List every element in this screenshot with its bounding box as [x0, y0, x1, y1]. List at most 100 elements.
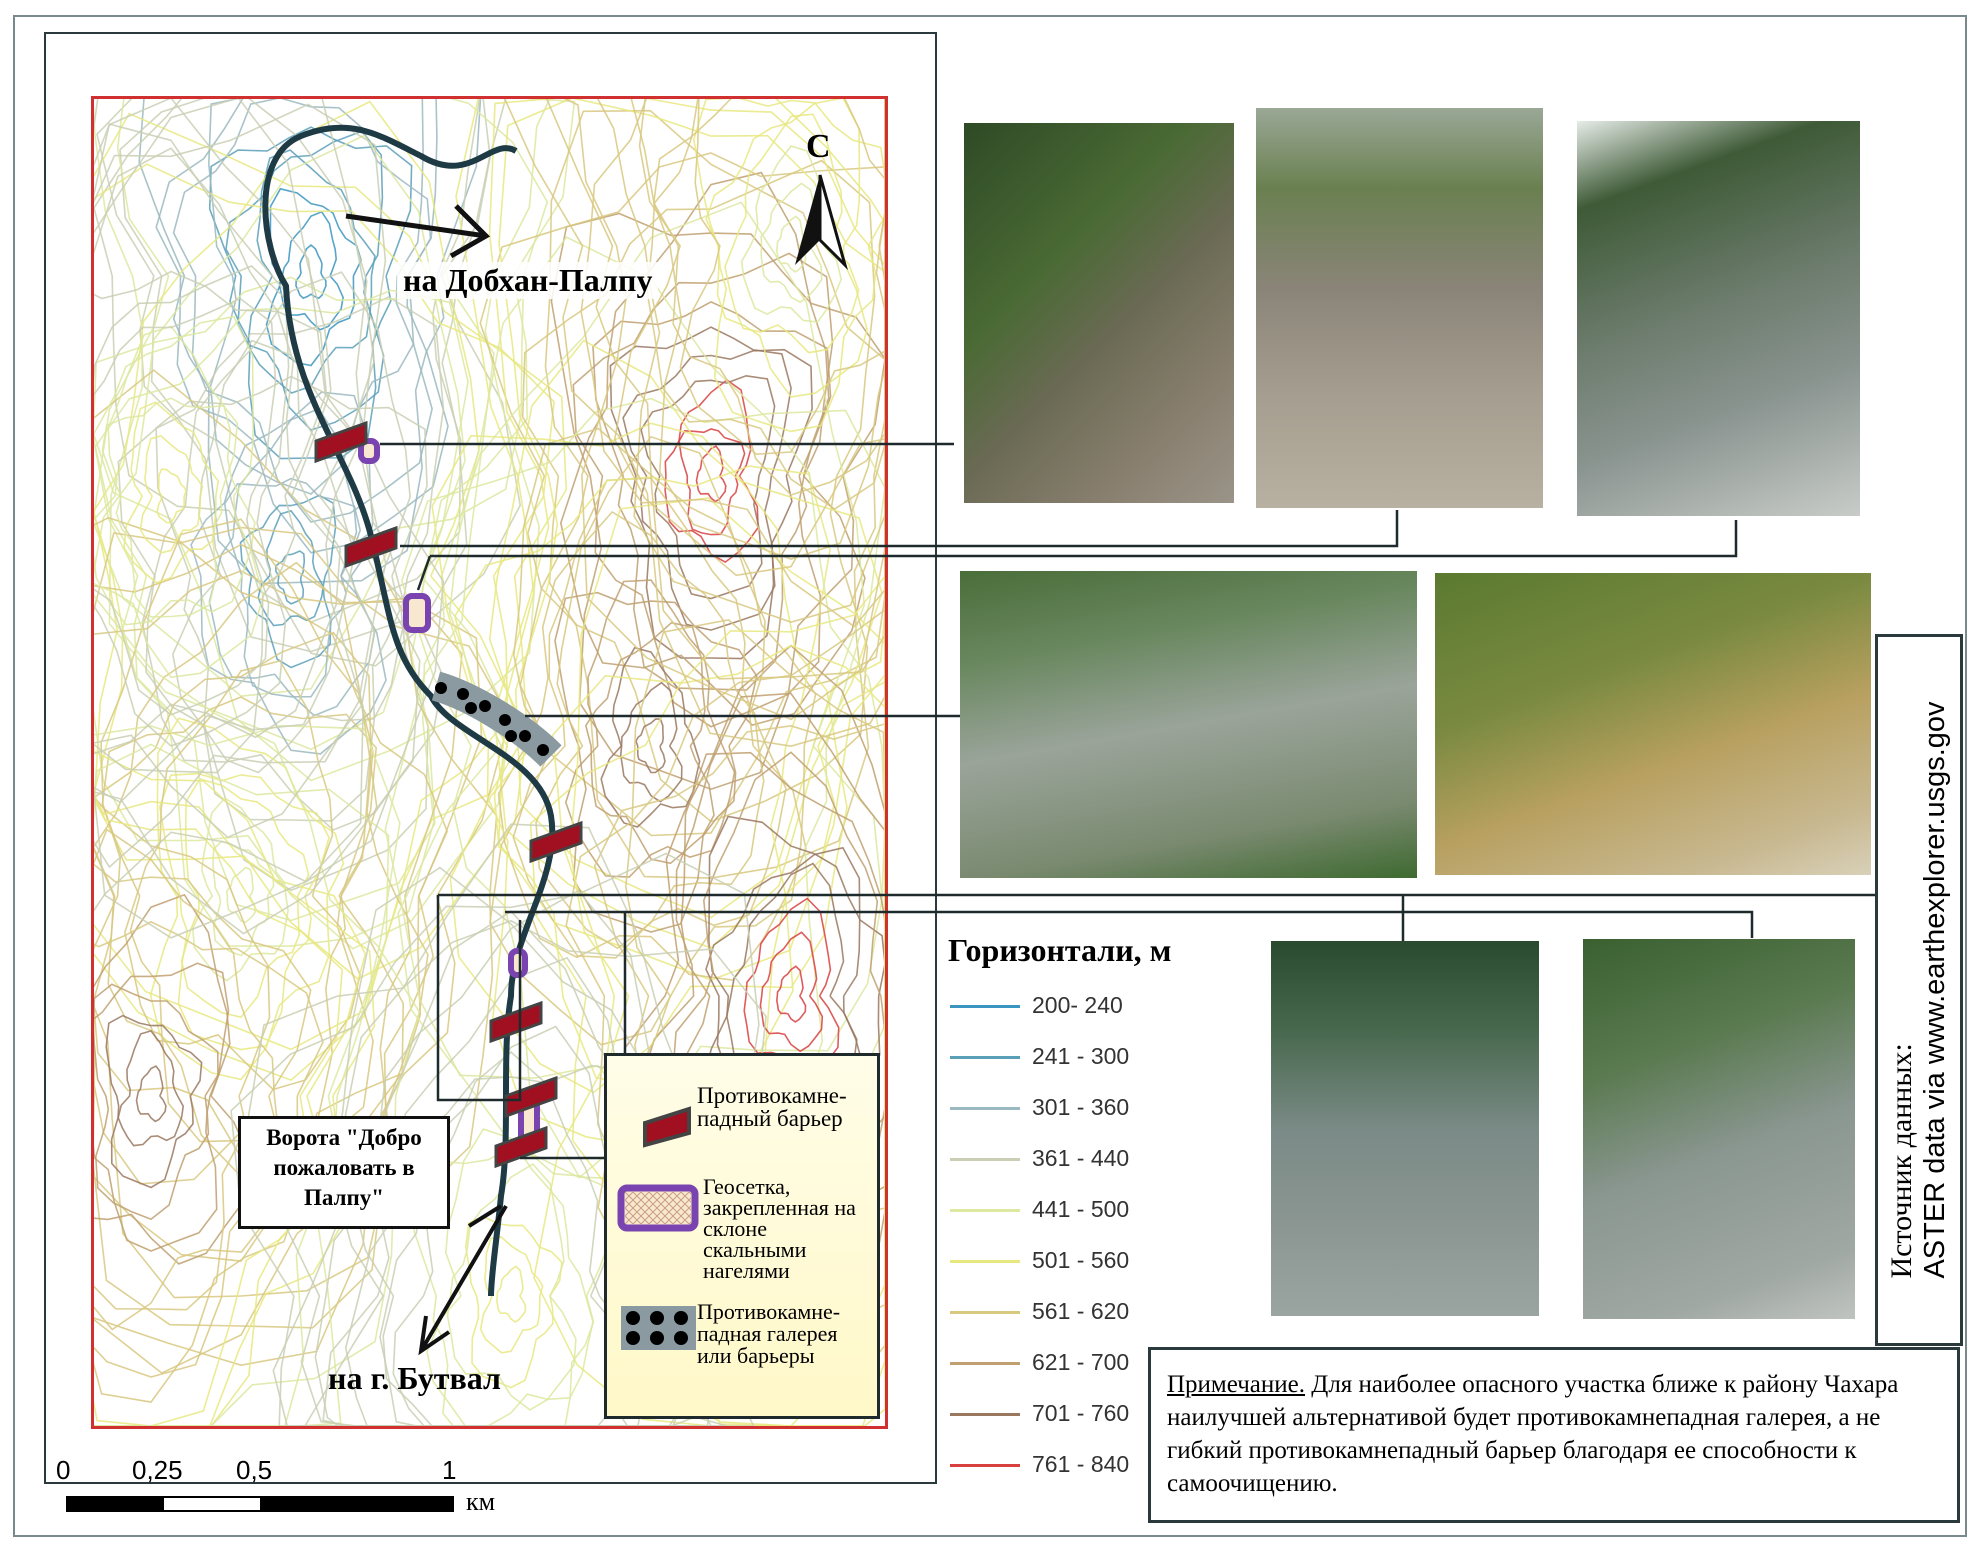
contour-line: [446, 1163, 577, 1411]
contour-legend-swatch: [950, 1158, 1020, 1161]
contour-line: [105, 1014, 203, 1189]
photo-slope-7: [1583, 939, 1855, 1319]
contour-line: [495, 1265, 527, 1323]
gallery-dot: [519, 730, 531, 742]
contour-legend-title: Горизонтали, м: [948, 932, 1172, 968]
contour-line: [208, 126, 413, 460]
scale-unit: км: [466, 1487, 496, 1516]
contour-legend-label: 701 - 760: [1032, 1400, 1130, 1426]
contour-line: [156, 468, 187, 524]
contour-legend-label: 361 - 440: [1032, 1145, 1130, 1171]
contour-line: [775, 215, 807, 273]
gallery-dot: [537, 744, 549, 756]
source-label: Источник данных:: [1885, 1043, 1918, 1279]
contour-line: [92, 325, 256, 626]
photo-road-cut: [1435, 573, 1871, 875]
contour-line: [117, 296, 445, 892]
outer-frame: [13, 15, 1967, 1537]
north-label: С: [806, 128, 831, 165]
scale-bar: [66, 1496, 454, 1512]
contour-line: [584, 621, 715, 865]
contour-line: [550, 212, 886, 791]
contour-legend-swatch: [950, 1260, 1020, 1263]
legend-label-barrier: Противокамне-падный барьер: [697, 1083, 847, 1131]
note-box: Примечание. Для наиболее опасного участк…: [1148, 1347, 1960, 1523]
contour-legend-swatch: [950, 1209, 1020, 1212]
contour-line: [455, 97, 886, 981]
contour-legend-swatch: [950, 1107, 1020, 1110]
scale-label-05: 0,5: [236, 1455, 273, 1485]
contour-legend-swatch: [950, 1056, 1020, 1059]
barrier-marker: [494, 1125, 548, 1169]
note-text: Для наиболее опасного участка ближе к ра…: [1167, 1371, 1899, 1497]
photo-slope-6: [1271, 941, 1539, 1316]
contour-legend-label: 241 - 300: [1032, 1043, 1130, 1069]
contour-line: [426, 1128, 594, 1427]
barrier-marker: [504, 1075, 558, 1119]
contour-line: [92, 983, 219, 1221]
photo-waterfall-cliff: [960, 571, 1417, 878]
contour-legend-swatch: [950, 1413, 1020, 1416]
map-border: [91, 96, 888, 1429]
note-label: Примечание.: [1167, 1371, 1306, 1398]
contour-legend-label: 761 - 840: [1032, 1451, 1130, 1477]
legend-label-gallery: Противокамне-падная галерея или барьеры: [697, 1299, 841, 1368]
gallery-dot: [499, 714, 511, 726]
barrier-marker: [529, 820, 583, 864]
contour-legend-swatch: [950, 1362, 1020, 1365]
contour-line: [397, 236, 886, 1179]
photo-slope-1: [964, 123, 1234, 503]
contour-legend-swatch: [950, 1005, 1020, 1008]
contour-line: [600, 646, 701, 828]
gallery-icon: [621, 1306, 696, 1350]
contour-legend-swatch: [950, 1464, 1020, 1467]
gate-label-box: Ворота "Добро пожаловать в Палпу": [238, 1116, 450, 1229]
contour-line: [117, 1029, 185, 1147]
contour-line: [479, 152, 886, 879]
barrier-marker: [344, 525, 398, 569]
source-box: Источник данных: ASTER data via www.eart…: [1875, 634, 1963, 1346]
contour-line: [464, 1215, 563, 1389]
contour-line: [760, 182, 823, 304]
contour-line: [775, 965, 807, 1023]
contour-line: [759, 931, 824, 1053]
gallery-dot: [435, 682, 447, 694]
direction-arrows: [345, 204, 508, 1356]
map-frame: [44, 32, 937, 1484]
map-legend: Противокамне-падный барьер Геосетка, зак…: [604, 1053, 880, 1419]
contour-line: [212, 840, 275, 957]
gallery-dot: [457, 688, 469, 700]
source-text: ASTER data via www.earthexplorer.usgs.go…: [1919, 701, 1951, 1279]
contour-line: [155, 375, 428, 822]
geogrid-icon: [617, 1184, 699, 1232]
source-text-wrap: Источник данных: ASTER data via www.eart…: [1885, 701, 1952, 1279]
contour-line: [135, 1065, 167, 1123]
contour-legend-label: 301 - 360: [1032, 1094, 1130, 1120]
contour-legend-swatch: [950, 1311, 1020, 1314]
direction-label-dobkhan: на Добхан-Палпу: [397, 262, 659, 299]
contour-line: [409, 1146, 616, 1427]
contour-line: [692, 97, 886, 433]
contour-legend-label: 501 - 560: [1032, 1247, 1130, 1273]
contour-line: [295, 243, 327, 300]
direction-label-butwal: на г. Бутвал: [328, 1360, 501, 1396]
barrier-icon: [643, 1106, 691, 1148]
contour-line: [123, 401, 220, 584]
contour-legend-label: 441 - 500: [1032, 1196, 1130, 1222]
geogrid-marker: [403, 593, 431, 633]
geogrid-marker: [358, 438, 380, 464]
contour-line: [724, 113, 860, 354]
photo-slope-3: [1577, 121, 1860, 516]
contour-line: [564, 579, 736, 878]
contour-line: [101, 696, 378, 1143]
contour-line: [191, 797, 289, 982]
contour-line: [521, 159, 876, 823]
north-arrow-icon: [795, 174, 848, 270]
gallery-dot: [465, 702, 477, 714]
contour-line: [139, 435, 204, 554]
legend-label-geogrid: Геосетка, закрепленная на склоне скальны…: [703, 1174, 856, 1283]
barrier-marker: [314, 420, 368, 464]
contour-line: [92, 112, 568, 1082]
contour-legend-label: 561 - 620: [1032, 1298, 1130, 1324]
